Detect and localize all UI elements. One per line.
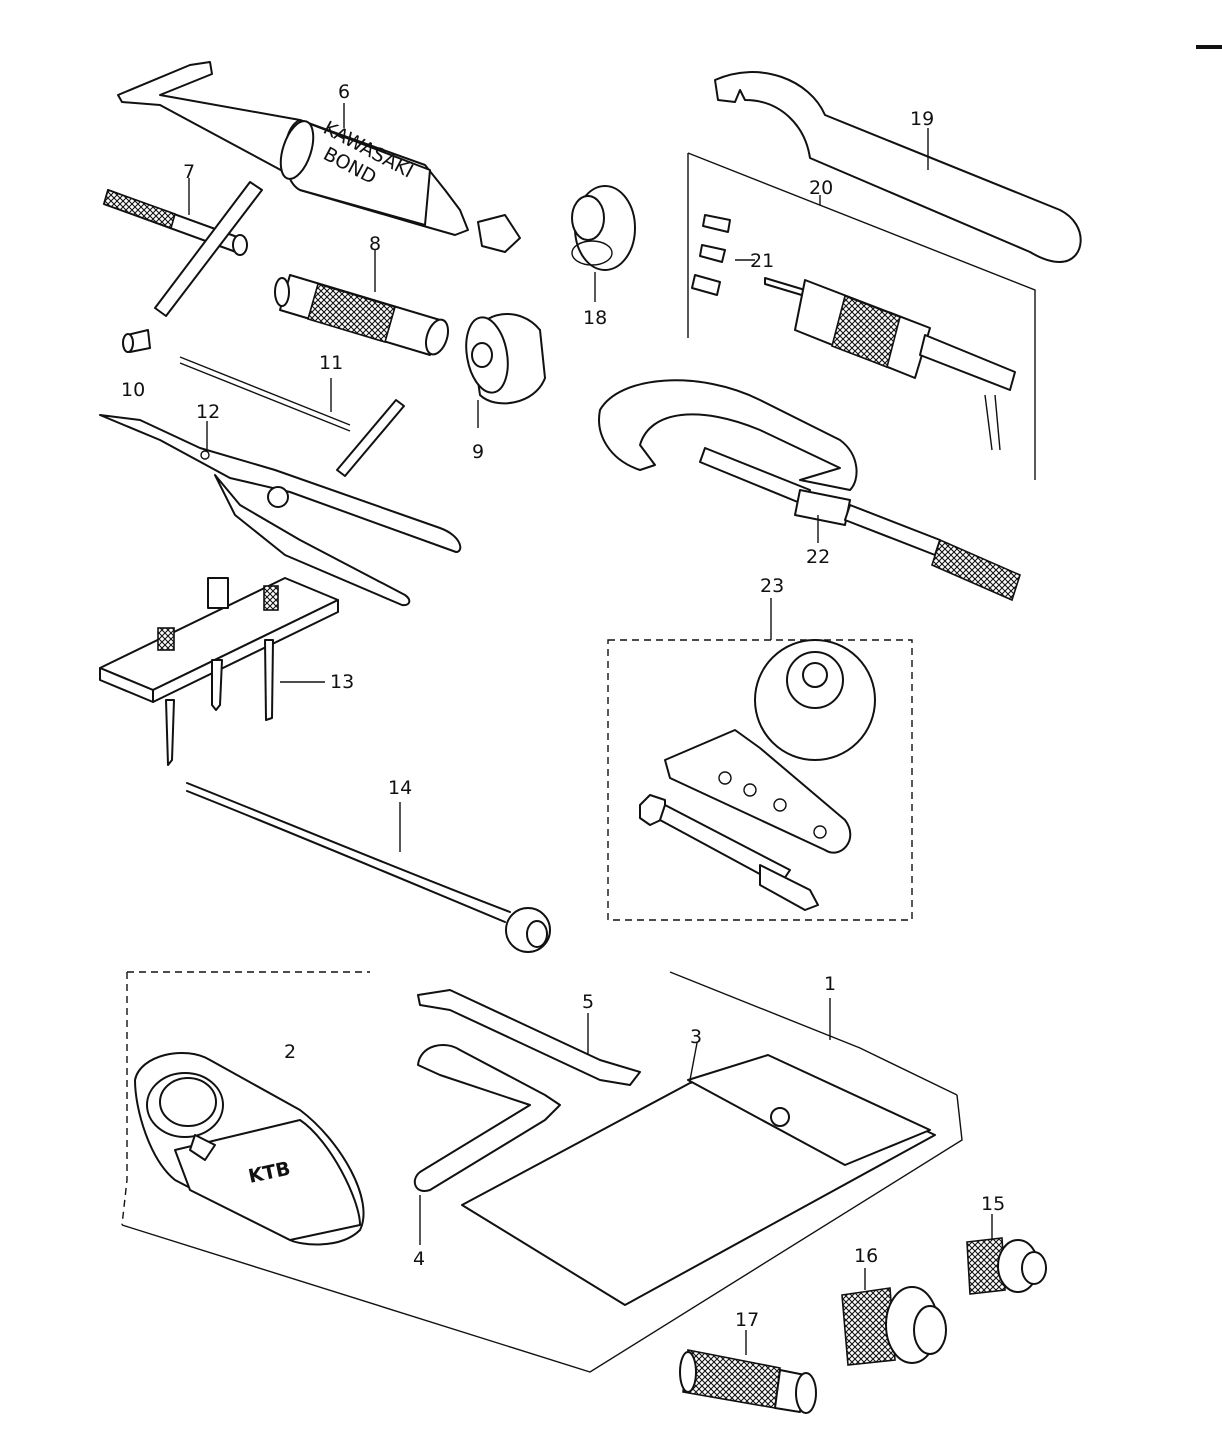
part-23-gear-tool-box	[607, 598, 913, 921]
part-5-flat-wrench	[417, 989, 641, 1086]
part-20-kit-box	[687, 152, 1036, 480]
part-10-sleeve	[122, 329, 151, 353]
callout-23: 23	[760, 575, 784, 597]
callout-7: 7	[183, 161, 195, 183]
part-2-tire-gauge: KTB	[134, 1052, 365, 1246]
callout-11: 11	[319, 352, 343, 374]
callout-9: 9	[472, 441, 484, 463]
callout-1: 1	[824, 973, 836, 995]
callout-6: 6	[338, 81, 350, 103]
part-11-t-rod	[179, 356, 405, 477]
part-12-pliers	[99, 414, 462, 607]
callout-15: 15	[981, 1193, 1005, 1215]
callout-4: 4	[413, 1248, 425, 1270]
part-7-t-handle	[103, 178, 263, 317]
callout-14: 14	[388, 777, 412, 799]
callout-8: 8	[369, 233, 381, 255]
callout-3: 3	[690, 1026, 702, 1048]
callout-19: 19	[910, 108, 934, 130]
part-17-driver	[679, 1330, 817, 1414]
part-18-bearing-cup	[571, 185, 636, 302]
part-9-cup	[465, 313, 546, 428]
callout-2: 2	[284, 1041, 296, 1063]
part-15-driver	[966, 1214, 1047, 1295]
callout-18: 18	[583, 307, 607, 329]
part-8-knurled-drift	[274, 250, 450, 356]
callout-labels: 1 2 3 4 5 6 7 8 9 10 11 12 13 14 15 16 1…	[121, 81, 1005, 1331]
part-4-cranked-wrench	[413, 1044, 561, 1245]
part-22-spring-compressor	[598, 379, 1021, 602]
callout-17: 17	[735, 1309, 759, 1331]
callout-22: 22	[806, 546, 830, 568]
callout-12: 12	[196, 401, 220, 423]
part-3-tool-bag	[461, 1042, 936, 1306]
tool-kit-outline	[121, 971, 963, 1373]
part-13-puller	[99, 577, 339, 766]
callout-13: 13	[330, 671, 354, 693]
part-19-spanner	[714, 71, 1082, 263]
part-16-driver	[841, 1268, 947, 1366]
part-14-rod	[186, 782, 551, 953]
callout-21: 21	[750, 250, 774, 272]
callout-16: 16	[854, 1245, 878, 1267]
callout-20: 20	[809, 177, 833, 199]
callout-10: 10	[121, 379, 145, 401]
callout-5: 5	[582, 991, 594, 1013]
